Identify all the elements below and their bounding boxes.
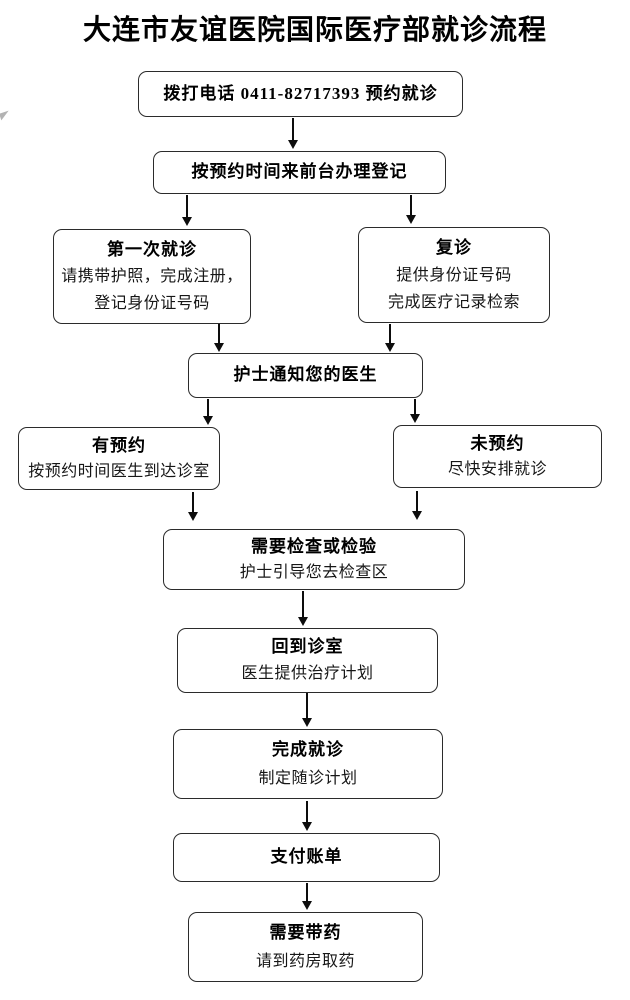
arrow-call-to-register xyxy=(288,118,298,149)
node-line: 完成医疗记录检索 xyxy=(387,293,520,311)
arrow-nurse-to-with-appointment xyxy=(203,399,213,425)
stray-mark-artifact xyxy=(0,110,11,121)
page-title: 大连市友谊医院国际医疗部就诊流程 xyxy=(82,15,547,46)
arrow-register-to-first-visit xyxy=(182,195,192,226)
flow-node-front-desk-register: 按预约时间来前台办理登记 xyxy=(153,151,446,194)
node-line: 医生提供治疗计划 xyxy=(241,665,374,683)
flow-node-need-exam: 需要检查或检验 护士引导您去检查区 xyxy=(163,529,465,590)
arrow-with-appointment-to-exam xyxy=(188,492,198,521)
flow-node-call-appointment: 拨打电话 0411-82717393 预约就诊 xyxy=(138,71,463,117)
node-line: 登记身份证号码 xyxy=(94,295,210,313)
arrow-complete-to-pay xyxy=(302,801,312,831)
node-title: 完成就诊 xyxy=(272,740,344,760)
flow-node-return-to-room: 回到诊室 医生提供治疗计划 xyxy=(177,628,438,693)
node-title: 复诊 xyxy=(436,237,472,257)
node-title: 第一次就诊 xyxy=(107,239,197,259)
flow-node-need-medication: 需要带药 请到药房取药 xyxy=(188,912,423,982)
node-title: 未预约 xyxy=(470,433,525,453)
node-line: 制定随诊计划 xyxy=(258,769,358,787)
arrow-nurse-to-without-appointment xyxy=(410,399,420,423)
node-title: 回到诊室 xyxy=(271,637,344,657)
node-title: 需要检查或检验 xyxy=(251,537,377,557)
flow-node-pay-bill: 支付账单 xyxy=(173,833,440,882)
arrow-exam-to-return-room xyxy=(298,591,308,626)
node-line: 按预约时间医生到达诊室 xyxy=(28,462,210,480)
flow-node-first-visit: 第一次就诊 请携带护照，完成注册， 登记身份证号码 xyxy=(53,229,251,324)
arrow-pay-to-medication xyxy=(302,883,312,910)
node-line: 请携带护照，完成注册， xyxy=(61,268,243,286)
arrow-return-room-to-complete xyxy=(302,693,312,727)
flow-node-follow-up-visit: 复诊 提供身份证号码 完成医疗记录检索 xyxy=(358,227,550,323)
node-title: 拨打电话 0411-82717393 预约就诊 xyxy=(163,83,438,103)
arrow-register-to-follow-up xyxy=(406,195,416,224)
node-title: 有预约 xyxy=(92,435,146,455)
node-title: 支付账单 xyxy=(270,847,343,867)
node-line: 请到药房取药 xyxy=(255,952,355,970)
arrow-without-appointment-to-exam xyxy=(412,491,422,520)
node-title: 按预约时间来前台办理登记 xyxy=(191,162,408,182)
node-title: 需要带药 xyxy=(269,923,342,943)
flow-node-visit-complete: 完成就诊 制定随诊计划 xyxy=(173,729,443,799)
node-title: 护士通知您的医生 xyxy=(233,365,378,385)
flow-node-nurse-notify-doctor: 护士通知您的医生 xyxy=(188,353,423,398)
arrow-first-visit-to-nurse xyxy=(214,324,224,352)
node-line: 提供身份证号码 xyxy=(396,266,512,284)
node-line: 护士引导您去检查区 xyxy=(239,563,389,581)
node-line: 尽快安排就诊 xyxy=(447,460,547,478)
arrow-follow-up-to-nurse xyxy=(385,324,395,352)
flow-node-with-appointment: 有预约 按预约时间医生到达诊室 xyxy=(18,427,220,490)
flow-node-without-appointment: 未预约 尽快安排就诊 xyxy=(393,425,602,488)
